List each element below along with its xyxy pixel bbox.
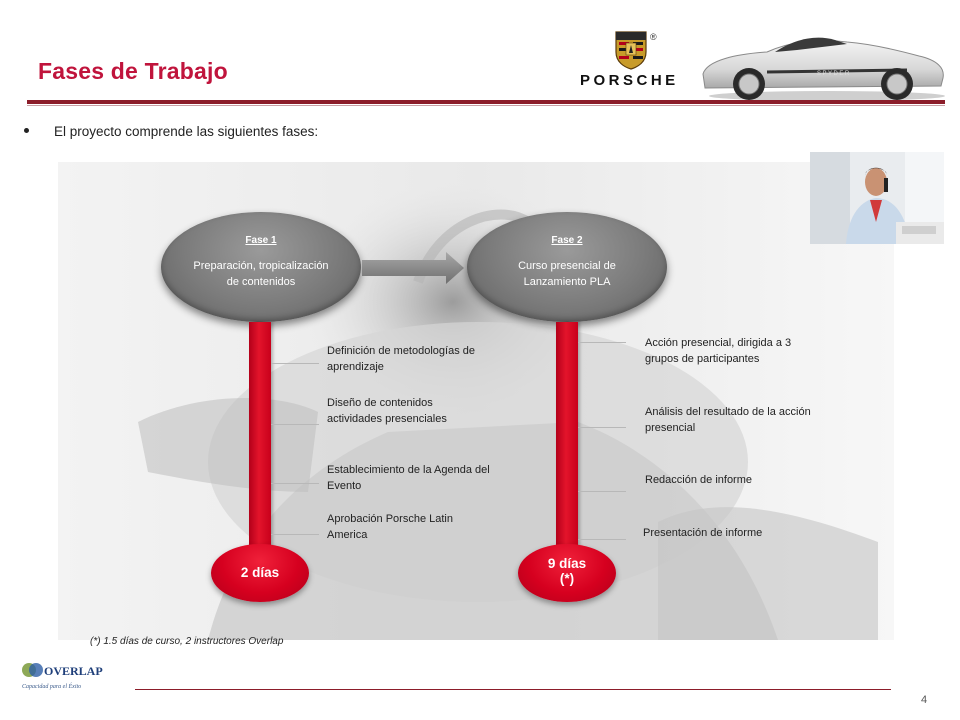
phase-1-task: Diseño de contenidos actividades presenc… <box>327 397 447 425</box>
phase-2-task: Acción presencial, dirigida a 3 grupos d… <box>645 337 792 365</box>
phase-1-task: Definición de metodologías de aprendizaj… <box>327 345 475 373</box>
phase-2-timeline-bar <box>556 322 578 562</box>
page-title: Fases de Trabajo <box>38 58 228 84</box>
phase-1-description: Preparación, tropicalización de contenid… <box>193 260 329 288</box>
connector-line <box>578 491 626 492</box>
phase-2-duration-line1: 9 días <box>547 556 587 571</box>
header-divider <box>27 100 945 104</box>
phase-1-task: Aprobación Porsche Latin America <box>327 513 453 541</box>
bullet-icon <box>24 128 29 133</box>
car-image: SPYDER <box>702 37 945 101</box>
connector-line <box>271 363 319 364</box>
arrow-right-icon <box>362 252 464 284</box>
phase-2-task: Redacción de informe <box>645 474 753 486</box>
connector-line <box>271 534 319 535</box>
phase-2-task: Análisis del resultado de la acción pres… <box>645 406 811 434</box>
header-divider-thin <box>27 105 945 106</box>
page-number: 4 <box>921 694 928 706</box>
overlap-logo: OVERLAP Capacidad para el Éxito <box>22 663 103 690</box>
phase-2-task: Presentación de informe <box>643 527 763 539</box>
footnote: (*) 1.5 días de curso, 2 instructores Ov… <box>90 636 284 647</box>
porsche-wordmark: PORSCHE <box>580 72 679 89</box>
overlap-logo-text: OVERLAP <box>44 664 103 678</box>
phase-2-duration-badge: 9 días (*) <box>518 544 616 602</box>
connector-line <box>271 424 319 425</box>
svg-text:SPYDER: SPYDER <box>817 71 851 77</box>
phase-1-bubble: Fase 1 Preparación, tropicalización de c… <box>161 212 361 322</box>
phase-2-description: Curso presencial de Lanzamiento PLA <box>518 260 616 288</box>
businessman-photo <box>810 152 944 244</box>
phase-1-timeline-bar <box>249 322 271 562</box>
phase-2-duration-line2: (*) <box>559 571 575 586</box>
phase-2-bubble: Fase 2 Curso presencial de Lanzamiento P… <box>467 212 667 322</box>
connector-line <box>578 539 626 540</box>
phase-1-title: Fase 1 <box>245 235 277 246</box>
intro-bullet-text: El proyecto comprende las siguientes fas… <box>54 124 319 139</box>
overlap-tagline: Capacidad para el Éxito <box>22 682 81 690</box>
connector-line <box>578 427 626 428</box>
registered-mark: ® <box>650 32 657 42</box>
footer-divider <box>135 689 891 690</box>
connector-line <box>578 342 626 343</box>
phase-1-duration-badge: 2 días <box>211 544 309 602</box>
background-photo <box>58 162 894 640</box>
phase-1-task: Establecimiento de la Agenda del Evento <box>327 464 490 492</box>
connector-line <box>271 483 319 484</box>
porsche-crest-logo <box>615 31 647 70</box>
phase-2-title: Fase 2 <box>551 235 583 246</box>
